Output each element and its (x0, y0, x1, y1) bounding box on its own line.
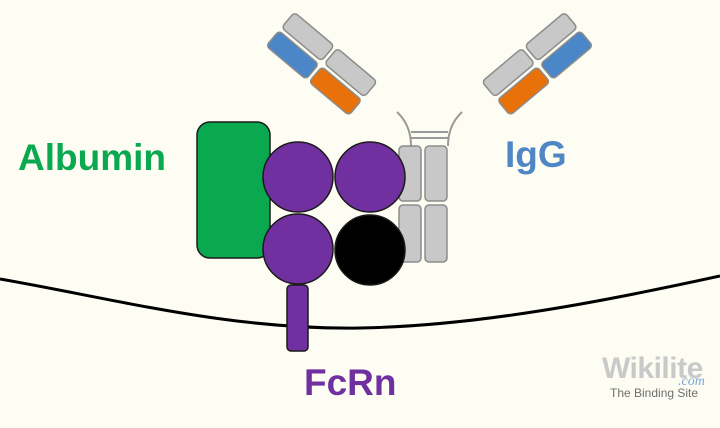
igg-ch1-left (325, 49, 377, 97)
igg-vh-right (525, 13, 577, 61)
igg-fab-left (266, 13, 377, 115)
cell-membrane (0, 274, 720, 330)
igg-ch3-right (424, 204, 448, 263)
watermark-tagline: The Binding Site (610, 386, 699, 400)
fcrn-transmembrane-stalk (286, 284, 309, 352)
igg-fc-region (398, 145, 448, 263)
igg-hinge (396, 111, 463, 147)
watermark-name: Wikilite (602, 352, 703, 385)
fcrn-alpha3-domain (262, 213, 334, 285)
igg-ch1-right (482, 49, 534, 97)
beta2-microglobulin (334, 214, 406, 286)
igg-vh-left (282, 13, 334, 61)
fcrn-alpha2-domain (334, 141, 406, 213)
igg-fab-right (482, 13, 593, 115)
fcrn-molecule (262, 141, 406, 352)
watermark-domain: .com (678, 374, 705, 389)
albumin-molecule (196, 121, 271, 259)
wikilite-watermark-logo: Wikilite .com The Binding Site (600, 352, 716, 412)
fcrn-label: FcRn (304, 362, 397, 403)
igg-label: IgG (505, 134, 567, 175)
igg-cl-left (309, 67, 361, 115)
fcrn-alpha1-domain (262, 141, 334, 213)
igg-vl-left (266, 31, 318, 79)
igg-cl-right (498, 67, 550, 115)
albumin-label: Albumin (18, 137, 166, 178)
igg-ch2-right (424, 145, 448, 202)
igg-vl-right (541, 31, 593, 79)
